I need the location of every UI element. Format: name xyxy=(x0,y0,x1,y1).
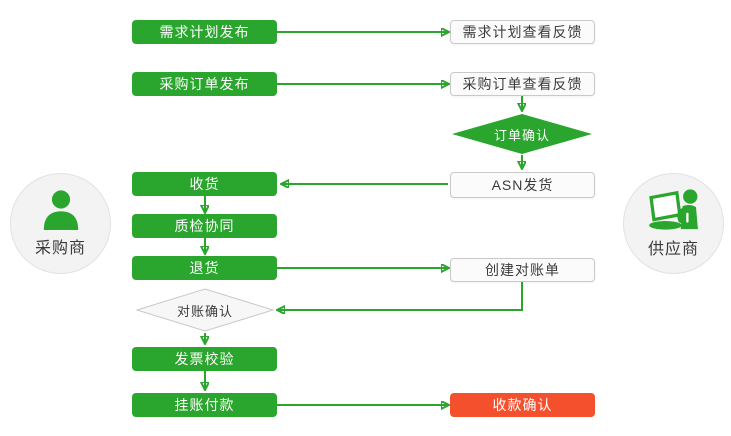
node-receive-goods: 收货 xyxy=(132,172,277,196)
supplier-laptop-person-icon xyxy=(645,188,703,232)
node-label: 收款确认 xyxy=(492,397,553,413)
node-label: 质检协同 xyxy=(174,218,235,234)
connector-create-statement-to-statement-confirm xyxy=(278,282,523,310)
node-label: 需求计划发布 xyxy=(159,24,250,40)
node-po-feedback: 采购订单查看反馈 xyxy=(450,72,595,96)
node-label: 采购订单发布 xyxy=(159,76,250,92)
node-label: 创建对账单 xyxy=(485,262,560,278)
node-statement-confirm-diamond: 对账确认 xyxy=(136,288,274,332)
node-asn-ship: ASN发货 xyxy=(450,172,595,198)
node-label: 收货 xyxy=(189,176,220,192)
node-label: 对账确认 xyxy=(176,303,233,319)
buyer-person-icon xyxy=(38,189,84,231)
node-pending-payment: 挂账付款 xyxy=(132,393,277,417)
node-label: 需求计划查看反馈 xyxy=(462,24,583,40)
node-demand-plan-publish: 需求计划发布 xyxy=(132,20,277,44)
node-po-publish: 采购订单发布 xyxy=(132,72,277,96)
node-label: 挂账付款 xyxy=(174,397,235,413)
node-label: 发票校验 xyxy=(174,351,235,367)
actor-supplier: 供应商 xyxy=(623,173,724,274)
node-return-goods: 退货 xyxy=(132,256,277,280)
actor-buyer-label: 采购商 xyxy=(34,240,86,257)
node-order-confirm-diamond: 订单确认 xyxy=(452,114,592,154)
node-demand-plan-feedback: 需求计划查看反馈 xyxy=(450,20,595,44)
node-quality-check: 质检协同 xyxy=(132,214,277,238)
node-payment-confirm: 收款确认 xyxy=(450,393,595,417)
node-create-statement: 创建对账单 xyxy=(450,258,595,282)
node-label: 采购订单查看反馈 xyxy=(462,76,583,92)
actor-buyer: 采购商 xyxy=(10,173,111,274)
node-invoice-verify: 发票校验 xyxy=(132,347,277,371)
node-label: 退货 xyxy=(189,260,220,276)
node-label: ASN发货 xyxy=(491,177,554,193)
actor-supplier-label: 供应商 xyxy=(647,241,699,258)
node-label: 订单确认 xyxy=(493,127,550,143)
